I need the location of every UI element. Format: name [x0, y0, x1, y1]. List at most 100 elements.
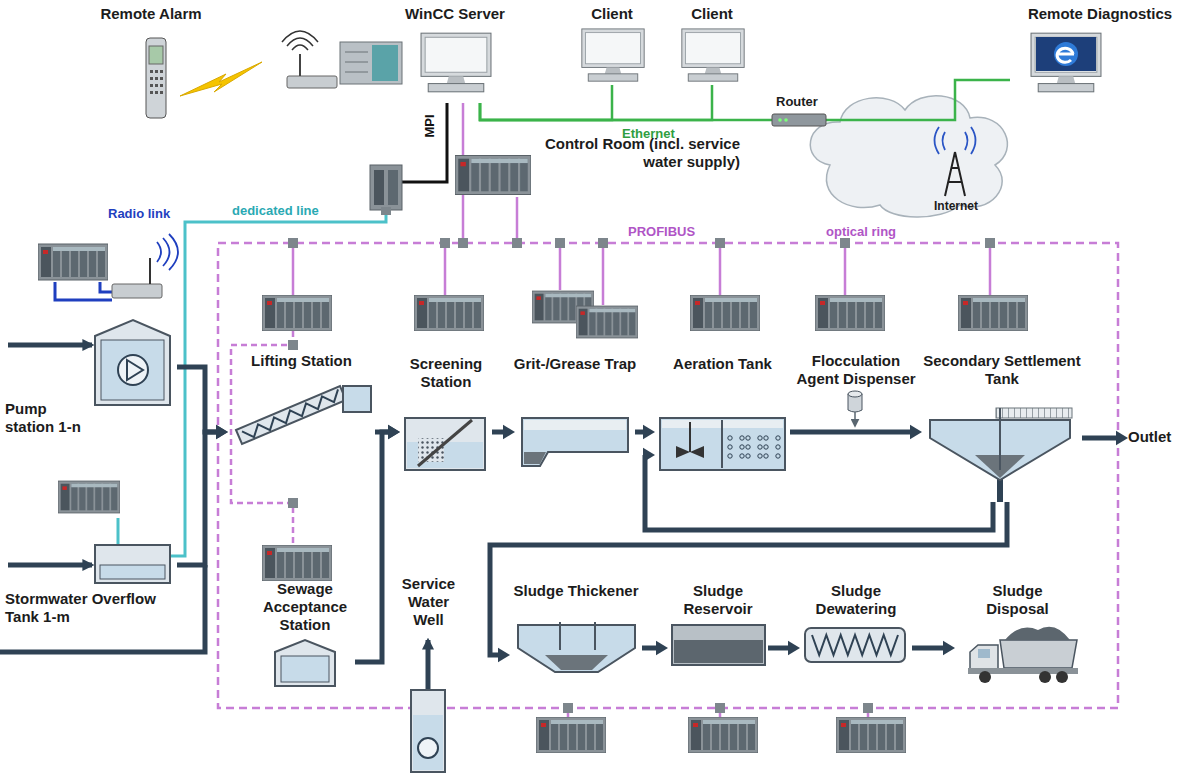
pipe-flow: [768, 641, 800, 655]
station-node: Aeration Tank: [655, 355, 790, 472]
aeration-tank: [660, 418, 785, 470]
connector-line: [177, 432, 218, 565]
pipe-flow: [490, 502, 1007, 662]
router-icon: [772, 114, 826, 126]
node-label: WinCC Server: [395, 5, 515, 23]
arrow-head: [388, 425, 400, 439]
pipe-flow: [177, 425, 228, 565]
grit-trap: [522, 418, 628, 466]
arrow-head: [643, 448, 655, 462]
settlement-tank: [930, 408, 1072, 480]
arrow-head: [1116, 431, 1128, 445]
connector-line: [480, 80, 1010, 120]
station-node: Client: [672, 5, 752, 85]
station-node: WinCC Server: [395, 5, 515, 103]
connector-line: [355, 432, 390, 662]
wire-label: PROFIBUS: [628, 224, 695, 240]
node-label: Remote Diagnostics: [1010, 5, 1190, 23]
stormwater-tank: [95, 545, 170, 583]
connector-line: [912, 646, 945, 651]
arrow-head: [788, 641, 800, 655]
pipe-flow: [912, 641, 955, 655]
node-label: Lifting Station: [228, 352, 375, 370]
node-label: Pump station 1-n: [5, 400, 95, 436]
station-node: Secondary Settlement Tank: [922, 352, 1082, 502]
air-bubble: [728, 436, 732, 440]
air-bubble: [758, 445, 762, 449]
station-node: Remote Diagnostics: [1010, 5, 1190, 103]
arrow-head: [216, 425, 228, 439]
ethernet-link: [480, 85, 612, 120]
station-node: Remote Alarm: [95, 5, 207, 123]
service-well: [411, 640, 445, 772]
internet-cloud: [810, 96, 1007, 217]
screening-station: [405, 418, 485, 470]
connector-line: [790, 430, 912, 435]
pipe-flow: [355, 425, 400, 662]
server-monitor: [421, 33, 491, 92]
flocculant-dispenser: [848, 391, 862, 426]
mpi-wire: [370, 103, 447, 210]
node-label: Stormwater Overflow Tank 1-m: [5, 590, 175, 626]
node-label: Screening Station: [400, 355, 492, 391]
air-bubble: [746, 445, 750, 449]
connector-line: [480, 85, 612, 120]
air-bubble: [728, 454, 732, 458]
air-bubble: [764, 445, 768, 449]
node-label: Outlet: [1128, 428, 1190, 446]
station-node: Lifting Station: [228, 352, 375, 444]
sewage-building: [275, 640, 335, 686]
arrow-head: [643, 425, 655, 439]
air-bubble: [740, 436, 744, 440]
screw-winding: [812, 635, 898, 655]
wire-label: Radio link: [108, 206, 170, 222]
wire-label: Internet: [934, 198, 978, 214]
node-label: Client: [572, 5, 652, 23]
connector-line: [645, 455, 993, 530]
disposal-truck: [968, 627, 1078, 683]
pipe-flow: [1082, 431, 1128, 445]
air-bubble: [740, 454, 744, 458]
air-bubble: [758, 454, 762, 458]
client-monitor: [682, 29, 744, 81]
wire-label: dedicated line: [232, 203, 319, 219]
station-node: Flocculation Agent Dispenser: [790, 352, 922, 412]
bus-connectors: [288, 207, 995, 713]
pipe-flow: [643, 448, 993, 530]
node-label: Sludge Disposal: [968, 582, 1068, 618]
station-node: Sludge Dewatering: [800, 582, 912, 672]
browser-logo: [1036, 37, 1096, 71]
air-bubble: [746, 436, 750, 440]
connector-line: [480, 85, 712, 120]
pipe-flow: [177, 367, 228, 439]
plc-racks: [38, 155, 1028, 753]
arrow-head: [503, 425, 515, 439]
profibus-drops: [231, 103, 990, 717]
arrow-head: [216, 425, 228, 439]
station-node: Stormwater Overflow Tank 1-m: [5, 540, 177, 626]
dewatering-screw: [805, 628, 905, 662]
node-label: Secondary Settlement Tank: [922, 352, 1082, 388]
air-bubble: [764, 454, 768, 458]
arrow-head: [388, 425, 400, 439]
air-bubble: [728, 445, 732, 449]
node-label: Remote Alarm: [95, 5, 207, 23]
air-bubble: [776, 454, 780, 458]
wire-label: optical ring: [826, 224, 896, 240]
station-node: Sludge Reservoir: [668, 582, 768, 672]
screw-winding: [242, 389, 338, 437]
client-monitor: [582, 29, 644, 81]
sludge-thickener: [518, 622, 635, 672]
station-node: Sludge Thickener: [510, 582, 642, 682]
pipe-flow: [642, 641, 668, 655]
node-label: Sludge Reservoir: [668, 582, 768, 618]
pipe-flow: [790, 425, 922, 439]
node-label: Aeration Tank: [655, 355, 790, 373]
radio-tower: [935, 127, 976, 196]
air-bubble: [758, 436, 762, 440]
phone-icon: [146, 38, 166, 118]
node-label: Sludge Dewatering: [800, 582, 912, 618]
